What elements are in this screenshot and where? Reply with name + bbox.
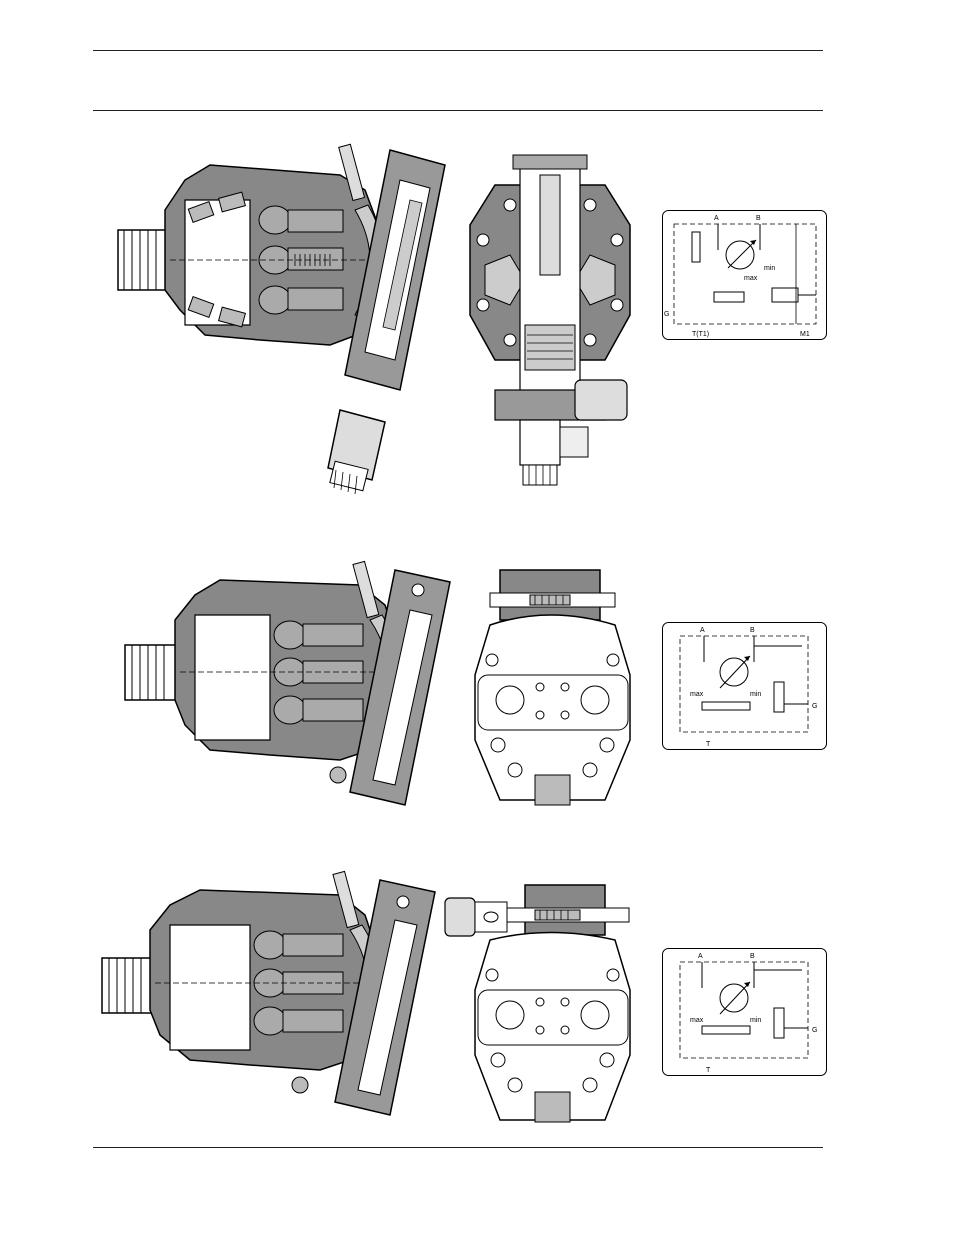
pump-front-section-1 [465, 145, 635, 490]
schematic-3-port-g: G [812, 1027, 817, 1034]
drive-shaft-1 [118, 230, 170, 290]
schematic-3-port-a: A [698, 953, 703, 960]
schematic-2-label-max: max [690, 691, 704, 698]
schematic-2-port-a: A [700, 627, 705, 634]
pump-front-view-3 [440, 880, 635, 1125]
pump-front-view-2 [470, 565, 635, 810]
solenoid-3 [445, 898, 475, 936]
schematic-1-port-m: M1 [800, 331, 810, 338]
schematic-2-label-min: min [750, 691, 761, 698]
pump-side-section-1 [110, 140, 455, 500]
header-rule-bottom [93, 110, 823, 111]
schematic-3-port-b: B [750, 953, 755, 960]
schematic-1-port-t: T(T1) [692, 331, 709, 338]
pump-side-section-3 [100, 870, 440, 1120]
schematic-1-port-g: G [664, 311, 669, 318]
pump-side-section-2 [120, 560, 455, 810]
schematic-3-port-t: T [706, 1067, 711, 1074]
schematic-1-label-max: max [744, 275, 758, 282]
schematic-3-label-max: max [690, 1017, 704, 1024]
schematic-3-label-min: min [750, 1017, 761, 1024]
schematic-2-port-t: T [706, 741, 711, 748]
footer-rule [93, 1147, 823, 1148]
schematic-2-port-g: G [812, 703, 817, 710]
header-rule-top [93, 50, 823, 51]
drive-shaft-2 [125, 645, 180, 700]
hydraulic-schematic-2: A B max min G T [662, 622, 827, 750]
hydraulic-schematic-1: A B max min G T(T1) M1 [662, 210, 827, 340]
schematic-1-label-min: min [764, 265, 775, 272]
schematic-1-port-b: B [756, 215, 761, 222]
drive-shaft-3 [102, 958, 157, 1013]
hydraulic-schematic-3: A B max min G T [662, 948, 827, 1076]
schematic-1-port-a: A [714, 215, 719, 222]
schematic-2-port-b: B [750, 627, 755, 634]
